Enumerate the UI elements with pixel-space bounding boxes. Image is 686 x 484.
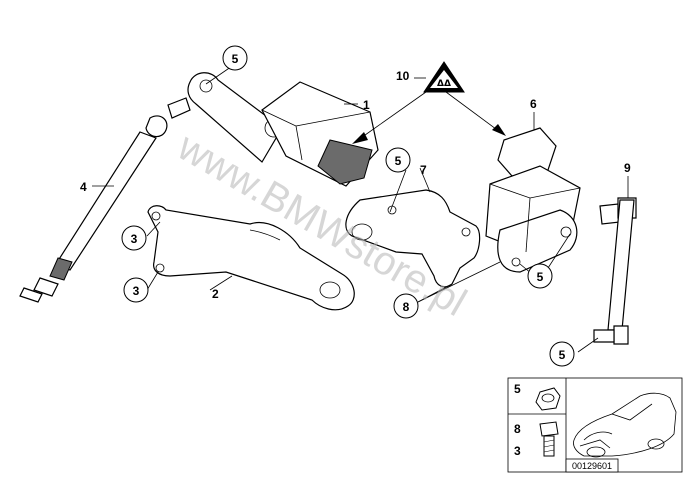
part-4-link-rod xyxy=(19,97,191,303)
callout-4: 4 xyxy=(80,180,87,194)
leader-lines xyxy=(92,59,629,353)
callout-5-middle: 5 xyxy=(385,147,411,173)
inset-label-8: 8 xyxy=(514,422,521,436)
svg-text:3: 3 xyxy=(131,232,138,246)
inset-label-5: 5 xyxy=(514,382,521,396)
callout-5-top: 5 xyxy=(222,45,248,71)
part-9-vertical-link xyxy=(593,197,637,345)
svg-text:5: 5 xyxy=(232,52,239,66)
svg-text:3: 3 xyxy=(133,284,140,298)
arrow-head-right xyxy=(492,124,506,136)
part-7-mounting-plate xyxy=(345,189,481,288)
warning-symbol-text: ΔΔ xyxy=(437,79,451,89)
callout-10: 10 xyxy=(396,69,410,83)
callout-9: 9 xyxy=(624,161,631,175)
callout-8: 8 xyxy=(393,293,419,319)
callout-6: 6 xyxy=(530,97,537,111)
arrow-head-left xyxy=(352,132,368,144)
callout-1: 1 xyxy=(363,98,370,112)
bolt-icon xyxy=(539,421,559,457)
nut-icon xyxy=(535,387,561,411)
callout-3-lower: 3 xyxy=(123,277,149,303)
callout-7: 7 xyxy=(420,163,427,177)
callout-3-upper: 3 xyxy=(121,225,147,251)
warning-triangle-icon: ΔΔ xyxy=(423,61,465,93)
car-silhouette-icon xyxy=(573,392,677,458)
callout-2: 2 xyxy=(212,287,219,301)
inset-label-3: 3 xyxy=(514,444,521,458)
svg-text:5: 5 xyxy=(559,348,566,362)
callout-5-right: 5 xyxy=(527,263,553,289)
diagram-code: 00129601 xyxy=(572,461,612,471)
callout-5-bottom: 5 xyxy=(549,341,575,367)
svg-text:5: 5 xyxy=(395,154,402,168)
inset-panel: 5 8 3 00129601 xyxy=(507,377,683,473)
part-6-front-sensor xyxy=(485,127,581,273)
part-1-height-sensor xyxy=(187,72,379,187)
part-2-bracket xyxy=(147,205,355,311)
svg-text:5: 5 xyxy=(537,270,544,284)
svg-text:8: 8 xyxy=(403,300,410,314)
